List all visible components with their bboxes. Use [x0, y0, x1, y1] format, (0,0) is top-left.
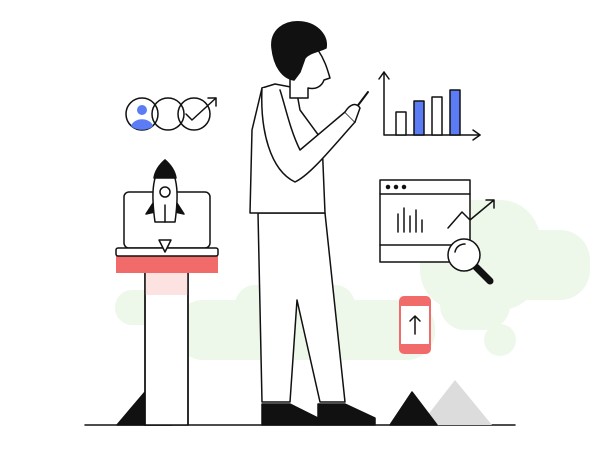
trend-arrow-icon	[447, 199, 495, 229]
chart-bar	[395, 111, 407, 136]
bar-chart-icon	[378, 71, 481, 141]
chart-bar	[449, 89, 461, 136]
mountain-dark	[389, 391, 438, 426]
check-icon	[185, 97, 217, 121]
pedestal	[116, 256, 218, 426]
avatar-chain	[125, 97, 217, 131]
mini-chart	[397, 207, 423, 233]
trend-arrow-icon	[207, 97, 217, 107]
phone-upload-icon	[399, 296, 431, 354]
user-avatar-icon	[131, 105, 153, 130]
chart-bar	[413, 100, 425, 136]
person	[249, 21, 376, 426]
rocket-icon	[145, 159, 185, 253]
chart-bar	[431, 96, 443, 136]
magnifier-icon	[447, 238, 494, 285]
mountain-gray	[420, 380, 492, 425]
